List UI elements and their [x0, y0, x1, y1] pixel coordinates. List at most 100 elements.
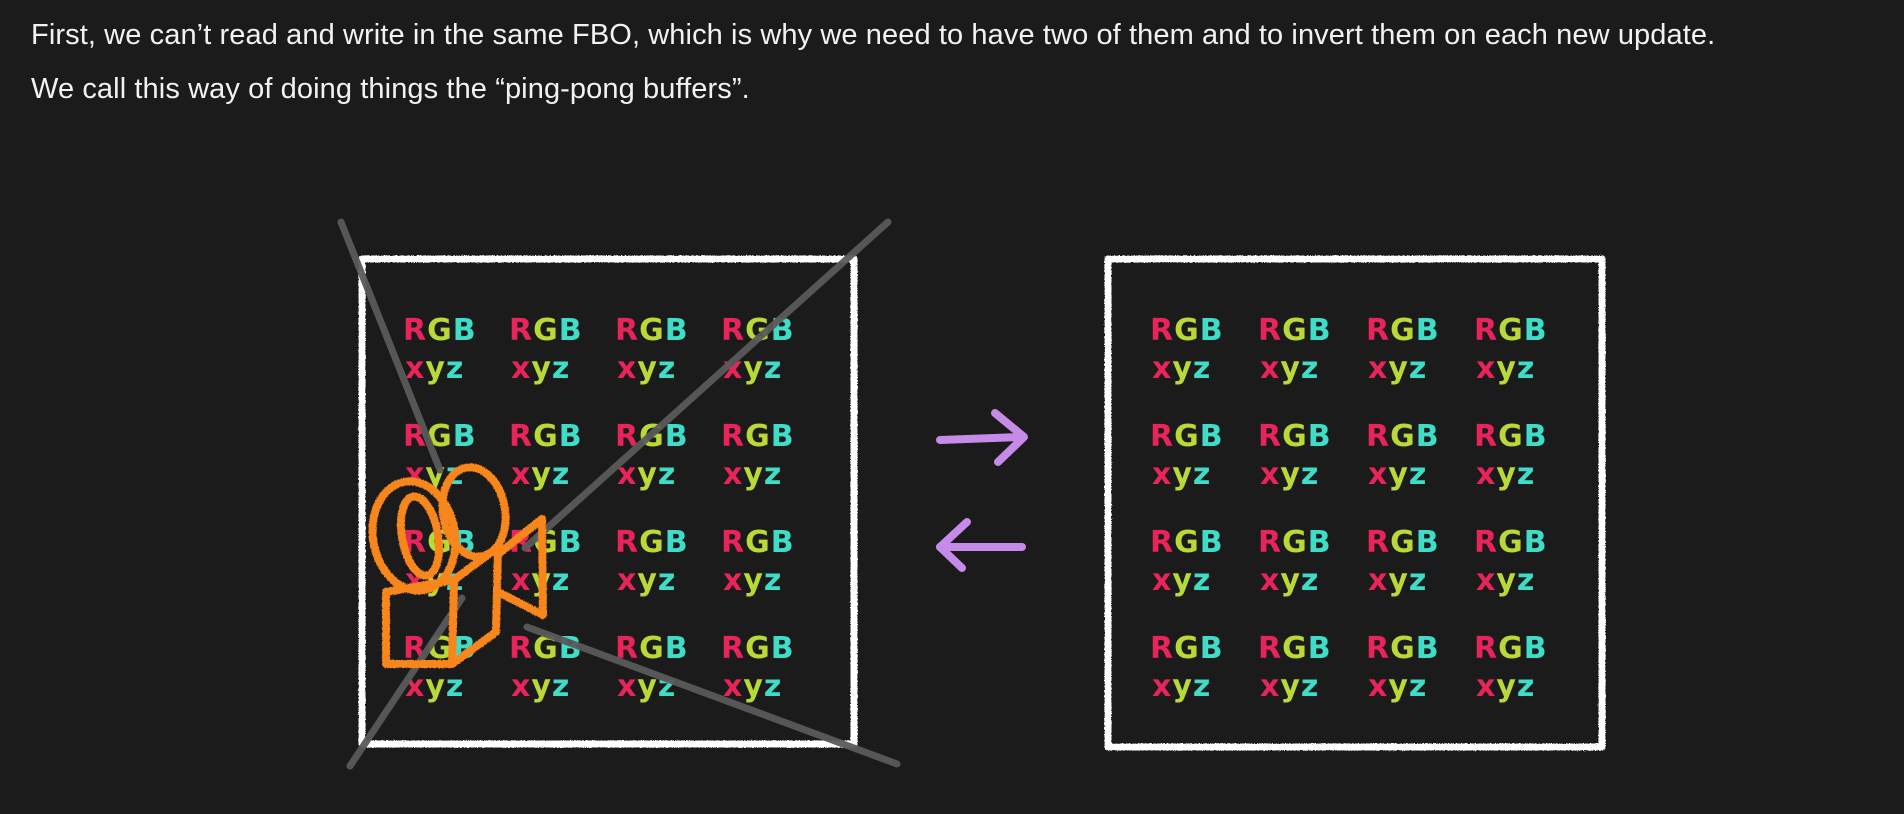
xyz-char: z: [552, 669, 570, 704]
rgb-char: B: [771, 525, 795, 560]
xyz-char: y: [1388, 457, 1409, 492]
rgb-char: G: [1282, 419, 1308, 454]
rgb-char: G: [1174, 631, 1200, 666]
rgb-char: B: [665, 419, 689, 454]
xyz-label: xyz: [1152, 669, 1211, 704]
xyz-char: x: [405, 351, 425, 386]
rgb-label: RGB: [1150, 525, 1224, 560]
left-buffer: RGBxyzRGBxyzRGBxyzRGBxyzRGBxyzRGBxyzRGBx…: [358, 255, 858, 748]
rgb-char: B: [559, 313, 583, 348]
xyz-char: z: [1193, 351, 1211, 386]
xyz-char: x: [1476, 457, 1496, 492]
xyz-char: z: [1409, 457, 1427, 492]
xyz-char: x: [1260, 351, 1280, 386]
xyz-char: z: [1193, 457, 1211, 492]
xyz-label: xyz: [511, 457, 570, 492]
camera-overlay: [337, 218, 901, 770]
rgb-char: R: [721, 313, 745, 348]
rgb-label: RGB: [721, 525, 795, 560]
rgb-char: G: [1282, 313, 1308, 348]
xyz-char: x: [617, 669, 637, 704]
rgb-char: B: [1308, 419, 1332, 454]
xyz-char: x: [1152, 669, 1172, 704]
rgb-char: B: [1200, 631, 1224, 666]
rgb-char: R: [615, 631, 639, 666]
xyz-char: y: [531, 669, 552, 704]
xyz-label: xyz: [1368, 351, 1427, 386]
xyz-char: y: [1172, 563, 1193, 598]
xyz-char: x: [511, 563, 531, 598]
xyz-label: xyz: [617, 457, 676, 492]
buffer-frame: [358, 255, 858, 748]
rgb-char: R: [1150, 631, 1174, 666]
rgb-char: B: [1524, 419, 1548, 454]
rgb-char: G: [639, 313, 665, 348]
xyz-label: xyz: [617, 351, 676, 386]
rgb-char: R: [1258, 313, 1282, 348]
xyz-char: z: [764, 563, 782, 598]
rgb-char: G: [1174, 525, 1200, 560]
xyz-char: z: [446, 351, 464, 386]
xyz-char: z: [552, 563, 570, 598]
camera-body: [382, 543, 502, 668]
rgb-label: RGB: [615, 631, 689, 666]
xyz-char: y: [531, 457, 552, 492]
xyz-char: z: [1409, 563, 1427, 598]
frustum-lines: [337, 218, 901, 770]
xyz-char: y: [743, 457, 764, 492]
rgb-char: B: [1308, 525, 1332, 560]
rgb-char: G: [745, 419, 771, 454]
xyz-label: xyz: [1260, 457, 1319, 492]
xyz-label: xyz: [1260, 351, 1319, 386]
xyz-char: x: [1260, 669, 1280, 704]
xyz-label: xyz: [1368, 563, 1427, 598]
rgb-char: R: [1474, 525, 1498, 560]
rgb-char: B: [665, 631, 689, 666]
xyz-label: xyz: [1476, 351, 1535, 386]
rgb-char: B: [559, 419, 583, 454]
xyz-char: x: [511, 669, 531, 704]
xyz-char: x: [511, 351, 531, 386]
xyz-char: z: [1193, 669, 1211, 704]
rgb-char: B: [1416, 419, 1440, 454]
xyz-char: y: [531, 351, 552, 386]
xyz-char: y: [637, 457, 658, 492]
xyz-char: y: [425, 669, 446, 704]
frustum-line-top-left: [337, 218, 444, 474]
rgb-char: R: [1150, 313, 1174, 348]
rgb-char: B: [1200, 313, 1224, 348]
xyz-char: x: [1368, 351, 1388, 386]
xyz-char: y: [1280, 563, 1301, 598]
rgb-char: G: [533, 419, 559, 454]
xyz-label: xyz: [723, 457, 782, 492]
rgb-char: B: [453, 313, 477, 348]
rgb-char: B: [1416, 525, 1440, 560]
rgb-char: R: [1258, 419, 1282, 454]
xyz-char: z: [1301, 351, 1319, 386]
rgb-char: R: [1258, 631, 1282, 666]
xyz-char: z: [764, 457, 782, 492]
xyz-label: xyz: [723, 563, 782, 598]
xyz-char: x: [723, 563, 743, 598]
xyz-char: z: [1301, 563, 1319, 598]
rgb-label: RGB: [1474, 525, 1548, 560]
paragraph-line-1: First, we can’t read and write in the sa…: [31, 19, 1716, 51]
rgb-label: RGB: [1474, 313, 1548, 348]
xyz-char: x: [1476, 563, 1496, 598]
rgb-char: R: [1366, 525, 1390, 560]
rgb-char: B: [665, 525, 689, 560]
xyz-label: xyz: [723, 351, 782, 386]
xyz-char: y: [1496, 457, 1517, 492]
xyz-char: x: [723, 457, 743, 492]
video-camera-icon: [368, 463, 547, 668]
